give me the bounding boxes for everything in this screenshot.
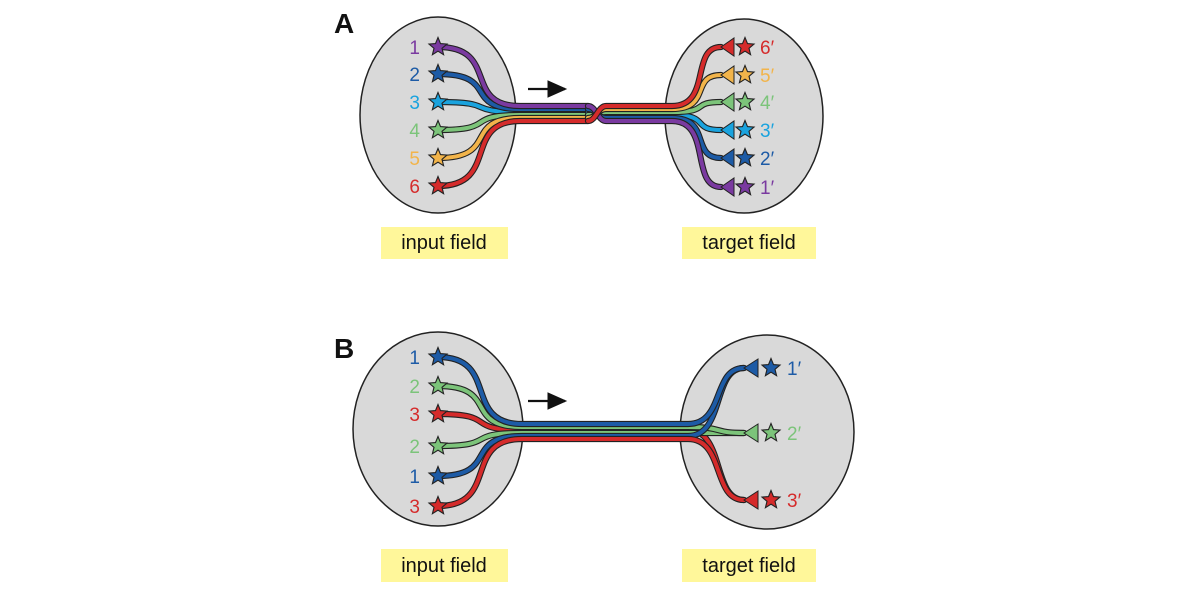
fiber-a-out-5: [586, 45, 723, 123]
input-a-star-5: [427, 175, 449, 195]
target-b-star-1: [760, 422, 782, 442]
input-label-box-b: input field: [381, 549, 508, 582]
fiber-a-in-1: [436, 72, 590, 111]
input-a-star-3: [427, 119, 449, 139]
target-a-star-0: [734, 36, 756, 56]
input-label-box-a: input field: [381, 227, 508, 259]
target-a-label-1: 5′: [760, 66, 775, 87]
panel-a: A 1 2 3 4 5 6 6′ 5′ 4′ 3′ 2′ 1′ input field target …: [334, 8, 824, 259]
panel-letter-b: B: [334, 333, 354, 364]
input-a-star-2: [427, 91, 449, 111]
target-a-terminal-0: [720, 37, 735, 57]
input-a-label-2: 3: [409, 93, 420, 114]
input-b-label-2: 3: [409, 405, 420, 426]
fiber-a-in-3: [436, 113, 590, 132]
input-a-label-1: 2: [409, 65, 420, 86]
target-a-star-1: [734, 64, 756, 84]
target-a-star-5: [734, 176, 756, 196]
target-a-label-0: 6′: [760, 38, 775, 59]
target-a-star-3: [734, 119, 756, 139]
fiber-b-5: [436, 437, 746, 508]
input-b-star-5: [427, 495, 449, 515]
input-a-star-0: [427, 36, 449, 56]
markers-b: 1 2 3 2 1 3 1′ 2′ 3′: [409, 346, 802, 518]
fiber-bundle-a: [434, 43, 725, 191]
fiber-bundle-b: [434, 353, 748, 510]
input-a-star-1: [427, 63, 449, 83]
fiber-a-in-0: [436, 45, 590, 108]
input-b-label-4: 1: [409, 467, 420, 488]
target-b-terminal-1: [743, 423, 759, 443]
target-a-terminal-5: [720, 177, 735, 197]
target-label-box-a: target field: [682, 227, 816, 259]
target-b-star-2: [760, 489, 782, 509]
input-a-label-4: 5: [409, 149, 420, 170]
target-a-label-5: 1′: [760, 178, 775, 199]
fiber-a-in-4: [436, 116, 590, 160]
input-a-label-0: 1: [409, 38, 420, 59]
input-a-label-5: 6: [409, 177, 420, 198]
target-a-label-4: 2′: [760, 149, 775, 170]
target-a-star-2: [734, 91, 756, 111]
input-b-star-1: [427, 375, 449, 395]
input-b-label-0: 1: [409, 348, 420, 369]
panel-b: B 1 2 3 2 1 3 1′ 2′ 3′ input field target field: [334, 331, 855, 582]
panel-letter-a: A: [334, 8, 354, 39]
target-b-label-0: 1′: [787, 359, 802, 380]
target-b-label-2: 3′: [787, 491, 802, 512]
input-b-star-4: [427, 465, 449, 485]
input-field-label-a: input field: [401, 232, 487, 254]
input-b-label-3: 2: [409, 437, 420, 458]
input-field-label-b: input field: [401, 555, 487, 577]
target-a-label-3: 3′: [760, 121, 775, 142]
target-field-label-b: target field: [702, 555, 795, 577]
input-b-star-3: [427, 435, 449, 455]
target-a-label-2: 4′: [760, 93, 775, 114]
target-b-label-1: 2′: [787, 424, 802, 445]
markers-a: 1 2 3 4 5 6 6′ 5′ 4′ 3′ 2′ 1′: [409, 36, 775, 199]
input-a-star-4: [427, 147, 449, 167]
target-label-box-b: target field: [682, 549, 816, 582]
target-a-star-4: [734, 147, 756, 167]
fiber-a-in-2: [436, 100, 590, 114]
fiber-a-in-5: [436, 119, 590, 188]
target-a-terminal-1: [720, 65, 735, 85]
target-b-terminal-2: [743, 490, 759, 510]
input-a-label-3: 4: [409, 121, 420, 142]
input-b-label-5: 3: [409, 497, 420, 518]
target-field-label-a: target field: [702, 232, 795, 254]
target-a-terminal-2: [720, 92, 735, 112]
input-b-label-1: 2: [409, 377, 420, 398]
target-b-terminal-0: [743, 358, 759, 378]
target-a-terminal-3: [720, 120, 735, 140]
input-b-star-2: [427, 403, 449, 423]
input-b-star-0: [427, 346, 449, 366]
target-b-star-0: [760, 357, 782, 377]
target-a-terminal-4: [720, 148, 735, 168]
fiber-b-0: [436, 355, 746, 426]
